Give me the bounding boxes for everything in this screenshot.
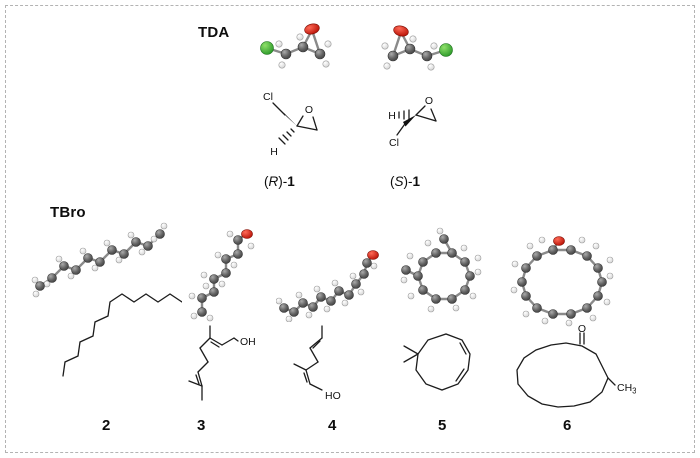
ketone-o-label: O (578, 324, 586, 335)
carbon-atoms (197, 235, 243, 317)
molecule-r1-2d: Cl O H (263, 91, 318, 158)
molecule-3-2d: OH (188, 325, 256, 401)
molecule-6-3d (510, 236, 614, 327)
oxygen-atom (304, 23, 320, 35)
oxygen-atom (553, 236, 565, 246)
tda-section-label: TDA (198, 24, 230, 41)
label-compound-6: 6 (563, 417, 572, 434)
compound-number: 1 (287, 174, 295, 189)
skeleton (403, 333, 471, 391)
molecule-2-3d (31, 222, 168, 298)
molecule-5-2d (403, 333, 471, 391)
label-compound-2: 2 (102, 417, 111, 434)
ch3-text: CH (617, 382, 632, 394)
molecule-2-2d (62, 293, 182, 377)
hydrogen-atoms (188, 230, 255, 322)
label-compound-3: 3 (197, 417, 206, 434)
molecule-s1-2d: H O Cl (388, 95, 437, 149)
ho-label: HO (325, 390, 341, 402)
molecule-4-3d (276, 250, 379, 322)
label-s1: (S)-1 (390, 174, 420, 189)
hydrogen-atoms (275, 33, 332, 69)
paren-close: )- (278, 174, 288, 189)
skeleton (188, 325, 239, 401)
hydrogen-atoms (276, 262, 378, 322)
paren-open: ( (264, 174, 269, 189)
oxygen-atom (241, 229, 253, 239)
hydrogen-atoms (31, 222, 168, 298)
molecule-5-3d (400, 227, 482, 313)
epoxide-o-label: O (305, 104, 313, 116)
cl-label: Cl (389, 137, 399, 149)
ch3-subscript: 3 (632, 387, 636, 396)
chlorine-atom (260, 41, 274, 55)
hydrogen-atoms (510, 236, 614, 327)
hydrogen-atoms (400, 227, 482, 313)
label-compound-5: 5 (438, 417, 447, 434)
oh-label: OH (240, 336, 256, 348)
paren-close: )- (403, 174, 413, 189)
carbon-atoms (280, 41, 326, 60)
ch3-label: CH3 (617, 382, 636, 396)
paren-open: ( (390, 174, 395, 189)
oxygen-atom (393, 25, 409, 37)
stereo-descriptor: S (394, 174, 404, 189)
compound-number: 1 (412, 174, 421, 189)
chlorine-atom (439, 43, 453, 57)
carbon-atoms (35, 229, 165, 291)
molecule-3-3d (188, 229, 255, 322)
hydrogen-atoms (381, 35, 438, 71)
bonds (272, 102, 318, 131)
hash-wedge (398, 109, 410, 121)
skeleton (293, 325, 323, 391)
molecule-r1-3d (260, 23, 332, 69)
stereo-descriptor: R (268, 174, 279, 189)
label-compound-4: 4 (328, 417, 337, 434)
oxygen-atom (367, 250, 379, 260)
h-label: H (270, 146, 278, 158)
skeleton (62, 293, 182, 377)
tbro-section-label: TBro (50, 204, 86, 221)
carbon-atoms (279, 258, 372, 317)
molecule-4-2d: HO (293, 325, 341, 402)
carbon-atoms (401, 234, 475, 304)
hash-wedge (278, 128, 295, 145)
molecule-s1-3d (381, 25, 453, 71)
h-label: H (388, 110, 396, 122)
cl-label: Cl (263, 91, 273, 103)
carbon-atoms (387, 43, 433, 62)
label-r1: (R)-1 (264, 174, 295, 189)
molecule-6-2d: O CH3 (516, 324, 636, 408)
bonds (396, 105, 437, 136)
skeleton (516, 332, 616, 408)
epoxide-o-label: O (425, 95, 433, 107)
carbon-atoms (517, 245, 607, 319)
